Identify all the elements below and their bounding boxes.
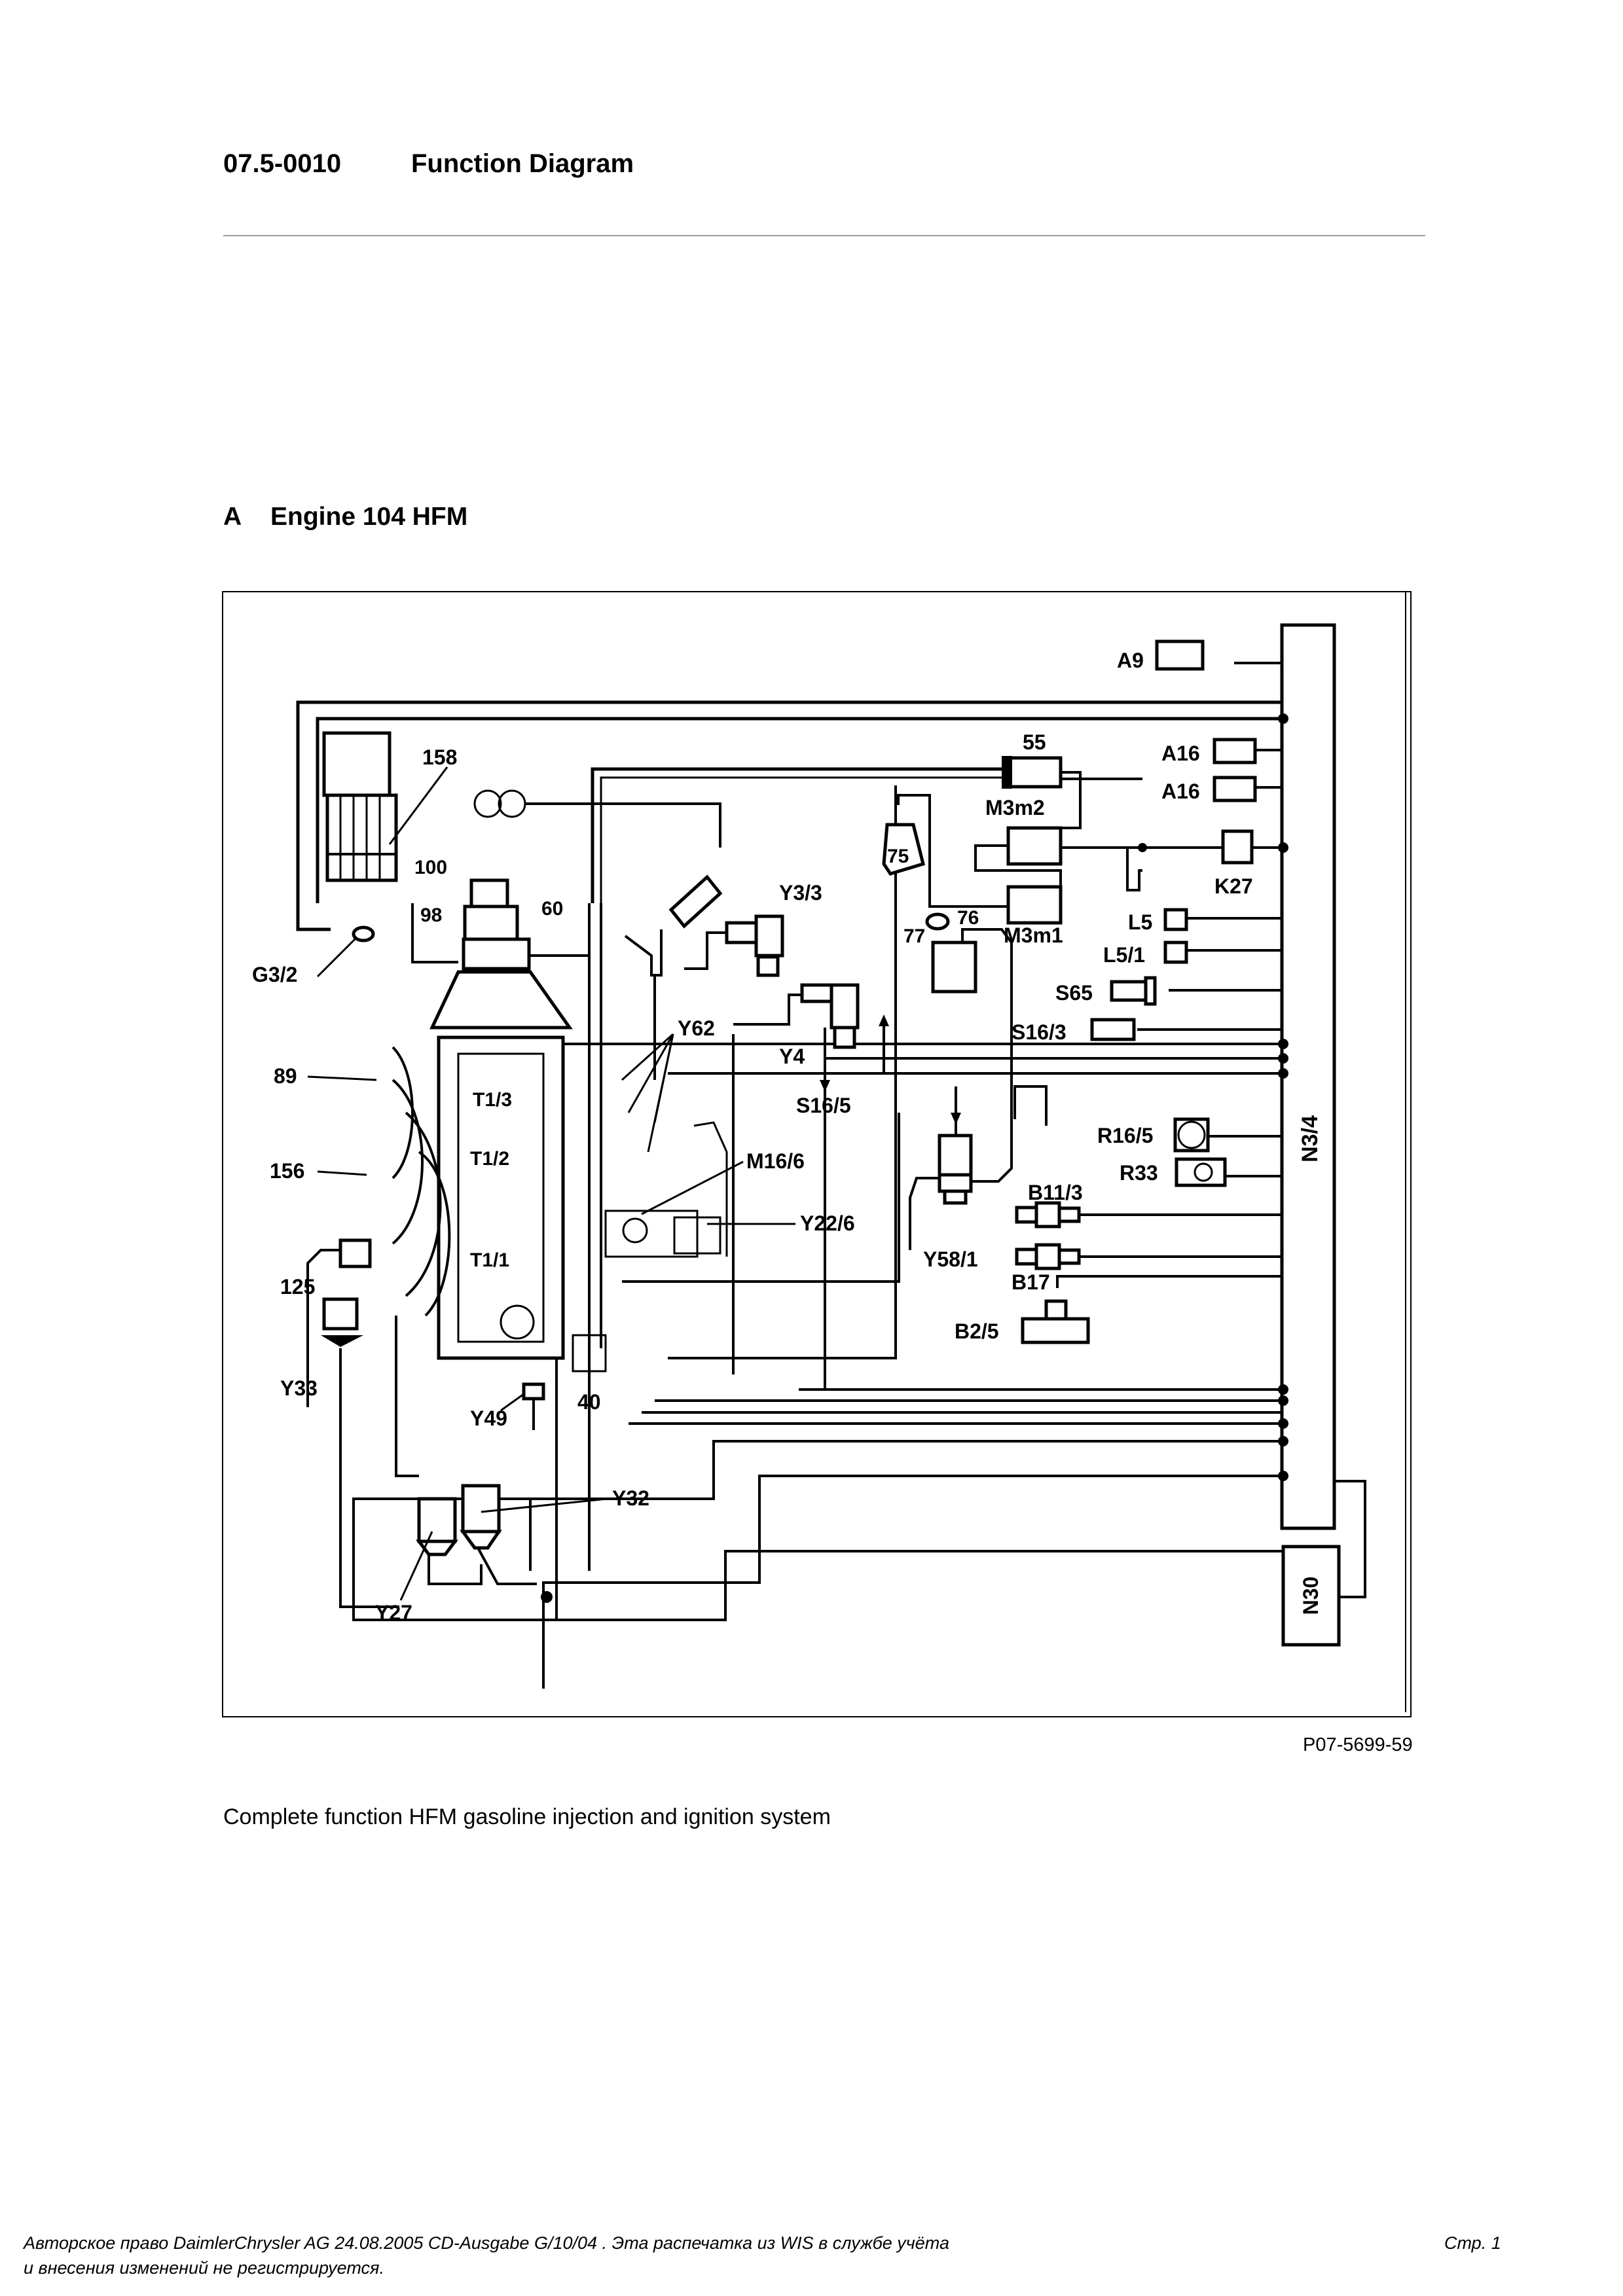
label-125: 125 xyxy=(280,1275,315,1299)
component-y62: Y62 xyxy=(621,874,723,1153)
component-a16-2: A16 xyxy=(1161,776,1257,803)
label-b17: B17 xyxy=(1012,1270,1050,1294)
control-unit-n3-4: N3/4 xyxy=(1280,623,1336,1530)
label-g3-2: G3/2 xyxy=(252,963,297,986)
component-s65: S65 xyxy=(1055,976,1157,1006)
component-l5-1: L5/1 xyxy=(1103,941,1188,967)
component-a16-1: A16 xyxy=(1161,738,1257,765)
label-55: 55 xyxy=(1023,730,1046,754)
section-letter: A xyxy=(223,503,242,531)
label-m3m2: M3m2 xyxy=(985,796,1045,819)
page-title: Function Diagram xyxy=(411,149,634,178)
section-title: Engine 104 HFM xyxy=(270,503,468,531)
label-60: 60 xyxy=(541,898,563,920)
label-t1-1: T1/1 xyxy=(470,1249,509,1271)
label-s16-3: S16/3 xyxy=(1012,1020,1067,1044)
label-b11-3: B11/3 xyxy=(1028,1181,1083,1204)
label-n3-4: N3/4 xyxy=(1298,1115,1322,1162)
component-y32-y27: Y32 Y27 xyxy=(375,1484,649,1624)
component-k27: K27 xyxy=(1214,829,1254,898)
label-158: 158 xyxy=(422,745,457,769)
component-76-77: 76 77 xyxy=(903,907,1013,994)
component-m3: 55 M3m2 M3m1 xyxy=(591,730,1082,947)
component-158-air-filter: 158 xyxy=(322,731,721,882)
label-a9: A9 xyxy=(1117,649,1144,672)
label-m3m1: M3m1 xyxy=(1004,924,1063,947)
label-98: 98 xyxy=(420,905,442,926)
label-r16-5: R16/5 xyxy=(1097,1124,1153,1147)
figure-caption: Complete function HFM gasoline injection… xyxy=(223,1804,831,1829)
label-n30: N30 xyxy=(1299,1577,1322,1615)
label-89: 89 xyxy=(274,1064,297,1088)
figure-frame xyxy=(222,591,1412,1717)
copyright-footer-line-2: и внесения изменений не регистрируется. xyxy=(24,2258,384,2278)
label-r33: R33 xyxy=(1120,1161,1158,1185)
component-125-y33: 125 Y33 xyxy=(280,1238,372,1486)
label-a16-2: A16 xyxy=(1161,780,1200,803)
label-40: 40 xyxy=(577,1390,601,1414)
label-t1-3: T1/3 xyxy=(473,1089,512,1111)
label-y27: Y27 xyxy=(375,1601,412,1624)
label-y3-3: Y3/3 xyxy=(779,881,822,905)
component-y49-40: Y49 40 xyxy=(470,1334,607,1430)
label-l5-1: L5/1 xyxy=(1103,943,1145,967)
component-y4: Y4 S16/5 xyxy=(733,983,889,1117)
copyright-footer-line-1: Авторское право DaimlerChrysler AG 24.08… xyxy=(24,2233,949,2253)
module-n30: N30 xyxy=(1281,1480,1366,1647)
page-number: Стр. 1 xyxy=(1444,2233,1501,2253)
label-l5: L5 xyxy=(1128,910,1152,934)
label-y62: Y62 xyxy=(678,1016,715,1040)
label-b2-5: B2/5 xyxy=(955,1319,999,1343)
component-y22-6-m16-6: M16/6 Y22/6 xyxy=(604,1121,855,1258)
component-r33: R33 xyxy=(1120,1157,1227,1187)
function-diagram: N3/4 N30 xyxy=(222,591,1412,1717)
engine-block: 89 156 T1/3 T1/2 T1/1 xyxy=(270,1035,565,1360)
component-b11-3: B11/3 xyxy=(1015,1181,1083,1229)
header-divider xyxy=(223,235,1425,236)
label-a16-1: A16 xyxy=(1161,742,1200,765)
component-y3-3: Y3/3 xyxy=(684,881,822,977)
component-r16-5: R16/5 xyxy=(1097,1117,1210,1153)
component-b2-5: B2/5 xyxy=(955,1299,1090,1344)
figure-reference: P07-5699-59 xyxy=(1303,1734,1413,1755)
label-y33: Y33 xyxy=(280,1376,318,1400)
label-76: 76 xyxy=(957,907,979,929)
component-a9: A9 xyxy=(1117,639,1205,672)
label-156: 156 xyxy=(270,1159,304,1183)
label-y4: Y4 xyxy=(779,1045,805,1068)
label-y22-6: Y22/6 xyxy=(800,1211,855,1235)
component-y58-1: Y58/1 xyxy=(909,988,1013,1271)
component-g3-2: G3/2 xyxy=(252,925,375,986)
label-y58-1: Y58/1 xyxy=(923,1247,978,1271)
label-k27: K27 xyxy=(1214,874,1253,898)
component-l5: L5 xyxy=(1128,908,1188,934)
label-s16-5: S16/5 xyxy=(796,1094,851,1117)
component-b17: B17 xyxy=(1012,1243,1081,1294)
label-t1-2: T1/2 xyxy=(470,1148,509,1170)
label-s65: S65 xyxy=(1055,981,1093,1005)
label-77: 77 xyxy=(903,925,925,947)
label-y32: Y32 xyxy=(612,1486,649,1510)
component-100-98-60: 100 98 60 xyxy=(411,857,591,1030)
label-75: 75 xyxy=(887,846,909,867)
document-number: 07.5-0010 xyxy=(223,149,342,178)
junction-dots xyxy=(541,713,1288,1603)
component-75: 75 xyxy=(882,794,1008,1358)
component-s16-3: S16/3 xyxy=(1012,1018,1136,1044)
label-100: 100 xyxy=(414,857,447,878)
label-m16-6: M16/6 xyxy=(746,1149,805,1173)
